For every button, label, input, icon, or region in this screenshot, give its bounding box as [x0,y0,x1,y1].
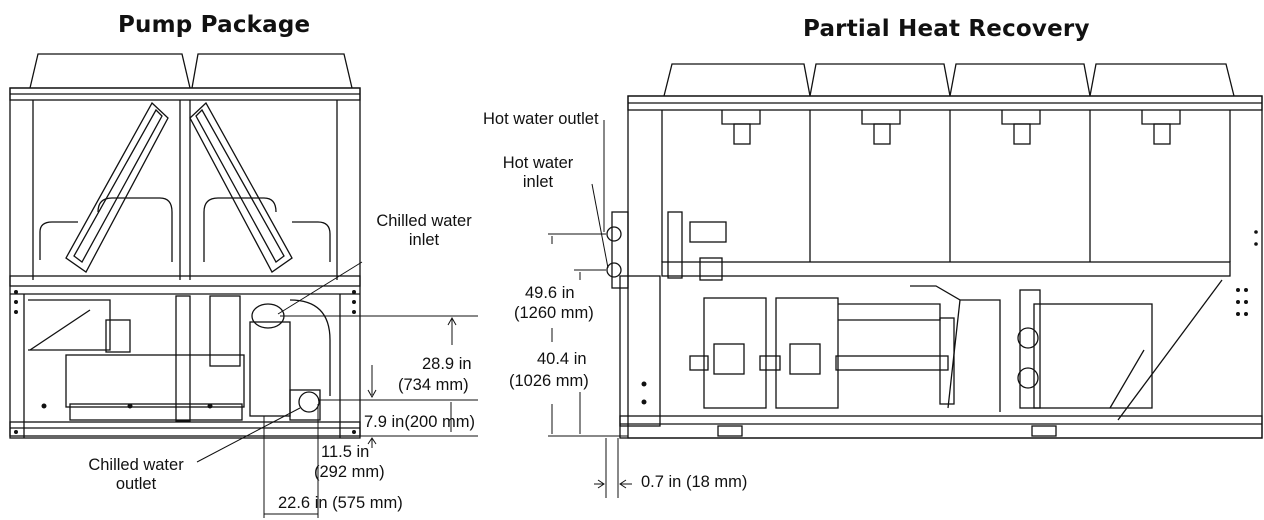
coil-left [65,101,169,273]
dim-22-6-in: 22.6 in (575 mm) [278,494,403,512]
compressor-1 [703,297,767,409]
pump-package-title: Pump Package [118,12,311,38]
chilled-outlet-line2: outlet [115,475,157,493]
chilled-inlet-line1: Chilled water [376,212,472,230]
chilled-water-inlet-label: Chilled water inlet [354,212,494,250]
dim-292-mm: (292 mm) [314,463,385,481]
hot-water-outlet-label: Hot water outlet [483,110,599,128]
hr-fan-4 [1089,63,1235,97]
hot-inlet-port [606,262,622,278]
hot-inlet-line2: inlet [522,173,554,191]
dim-734-mm: (734 mm) [398,376,469,394]
dim-49-6-in: 49.6 in [525,284,575,302]
dim-1260-mm: (1260 mm) [514,304,594,322]
hot-outlet-port [606,226,622,242]
dim-7-9-in: 7.9 in(200 mm) [364,413,475,431]
chilled-inlet-leader [277,261,363,315]
partial-heat-recovery-title: Partial Heat Recovery [803,16,1090,42]
chilled-outlet-line1: Chilled water [88,456,184,474]
hot-inlet-line1: Hot water [502,154,574,172]
chilled-water-outlet-label: Chilled water outlet [66,456,206,494]
fan-shroud-left [29,53,191,89]
chilled-outlet-port [298,391,320,413]
hr-fan-3 [949,63,1091,97]
dim-11-5-in: 11.5 in [321,443,370,461]
heat-recovery-exchanger [1033,303,1153,409]
hr-unit-frame [627,95,1263,439]
dim-0-7-in: 0.7 in (18 mm) [641,473,748,491]
chilled-outlet-leader [196,407,301,463]
compressor-2 [775,297,839,409]
pump-unit-frame [9,87,361,439]
dim-28-9-in: 28.9 in [422,355,472,373]
dim-1026-mm: (1026 mm) [509,372,589,390]
coil-right [189,101,293,273]
hr-fan-2 [809,63,951,97]
hot-water-inlet-label: Hot water inlet [483,154,593,192]
chilled-inlet-line2: inlet [408,231,440,249]
hr-fan-1 [663,63,811,97]
fan-shroud-right [191,53,353,89]
dim-40-4-in: 40.4 in [537,350,587,368]
